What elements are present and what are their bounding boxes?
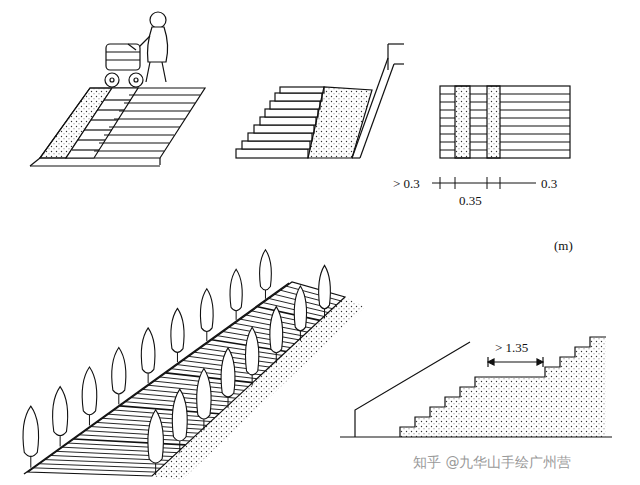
cypress-tree: [23, 406, 39, 468]
cypress-tree: [112, 347, 126, 404]
cypress-tree: [172, 389, 187, 453]
dimension-label: > 0.3: [392, 176, 421, 191]
cypress-tree: [260, 250, 272, 299]
dimension-label: 0.3: [540, 176, 558, 191]
unit-label: (m): [553, 238, 574, 253]
cypress-tree: [141, 328, 155, 383]
cypress-tree: [200, 289, 213, 341]
cypress-tree: [197, 369, 211, 431]
stair-with-side-ramp: [236, 44, 404, 158]
cypress-tree: [230, 269, 242, 320]
cypress-tree: [53, 387, 68, 447]
person-with-wheelchair: [105, 12, 168, 87]
cypress-tree: [82, 367, 97, 425]
watermark: 知乎 @九华山手绘广州营: [412, 455, 572, 470]
cypress-tree: [148, 410, 164, 475]
cypress-tree: [245, 327, 258, 385]
plan-view: [440, 86, 570, 158]
dimension-label: 0.35: [458, 193, 483, 208]
stair-section: [340, 337, 612, 437]
garden-stair-with-trees: [23, 250, 365, 480]
cypress-tree: [171, 308, 184, 362]
ramp-stair-perspective: [30, 88, 205, 166]
cypress-tree: [221, 348, 235, 408]
dimension-line: [432, 177, 536, 189]
cypress-tree: [270, 307, 283, 364]
cypress-tree: [319, 265, 331, 318]
cypress-tree: [294, 286, 306, 341]
dimension-label: > 1.35: [494, 340, 529, 355]
